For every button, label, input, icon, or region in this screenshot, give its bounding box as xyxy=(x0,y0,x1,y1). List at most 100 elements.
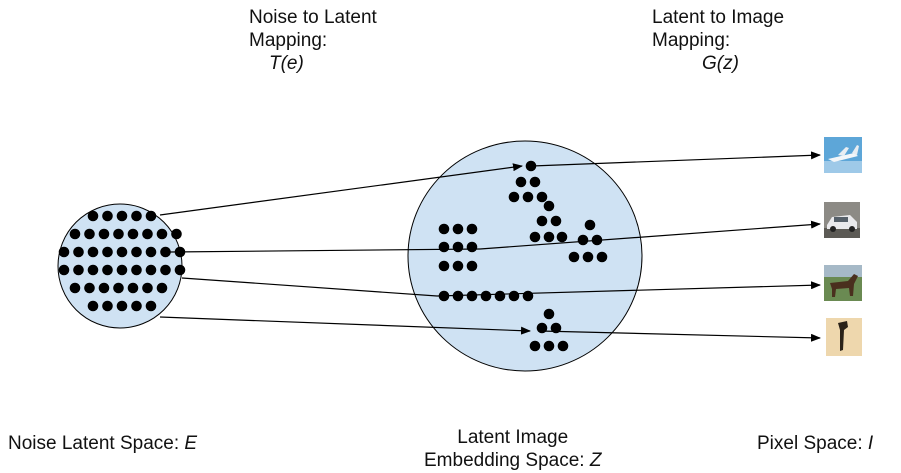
arrow-noise-to-latent-4 xyxy=(159,316,531,335)
noise-dot xyxy=(87,246,99,258)
arrow-noise-to-latent-2 xyxy=(169,248,481,253)
embedding-dot xyxy=(543,340,555,352)
noise-dot xyxy=(131,210,142,222)
noise-dot xyxy=(116,264,128,276)
embedding-dot xyxy=(452,223,464,235)
noise-to-latent-line1: Noise to Latent xyxy=(249,7,377,28)
embedding-dot xyxy=(522,290,534,302)
noise-to-latent-label: Noise to Latent Mapping: T(e) xyxy=(249,6,377,75)
embedding-dot xyxy=(536,215,548,227)
embedding-dot xyxy=(596,251,608,263)
embedding-dot xyxy=(543,200,555,212)
embedding-dot xyxy=(536,191,548,203)
latent-to-image-line2: Mapping: xyxy=(652,30,731,51)
embedding-dot xyxy=(556,231,568,243)
embedding-dot xyxy=(466,290,478,302)
noise-dot xyxy=(84,228,95,240)
noise-dot xyxy=(87,210,99,222)
latent-to-image-line1: Latent to Image xyxy=(652,7,785,28)
noise-dot xyxy=(174,264,186,276)
embedding-dot xyxy=(515,176,527,188)
noise-dot xyxy=(171,228,182,240)
arrow-noise-to-latent-3 xyxy=(181,277,438,297)
noise-to-latent-line2: Mapping: xyxy=(249,30,328,51)
noise-space-text: Noise Latent Space: xyxy=(8,433,185,454)
g-of-z-formula: G(z) xyxy=(702,53,739,74)
noise-dot xyxy=(84,282,95,294)
noise-dot xyxy=(142,228,153,240)
embedding-dot xyxy=(529,340,541,352)
embedding-dot xyxy=(480,290,492,302)
pixel-space-label: Pixel Space: I xyxy=(757,432,873,455)
embedding-dot xyxy=(582,251,594,263)
noise-space-symbol: E xyxy=(184,433,198,454)
arrow-latent-to-image-4 xyxy=(539,330,821,342)
arrow-latent-to-image-2 xyxy=(479,220,821,250)
embedding-dot xyxy=(466,223,478,235)
t-of-e-formula: T(e) xyxy=(269,53,304,74)
noise-dot xyxy=(156,282,168,294)
embedding-dot xyxy=(466,260,478,272)
embedding-space-label: Latent Image Embedding Space: Z xyxy=(424,426,601,472)
noise-dot xyxy=(102,300,113,312)
embedding-dot xyxy=(525,160,537,172)
noise-dot xyxy=(116,210,128,222)
noise-dot xyxy=(113,228,124,240)
arrow-latent-to-image-3 xyxy=(436,281,821,297)
noise-space-label: Noise Latent Space: E xyxy=(8,432,197,455)
car-image xyxy=(824,202,860,238)
embedding-dot xyxy=(522,191,534,203)
noise-dot xyxy=(73,264,84,276)
arrow-latent-to-image-1 xyxy=(531,151,821,167)
embedding-dot xyxy=(452,260,464,272)
noise-dot xyxy=(127,282,139,294)
embedding-dot xyxy=(568,251,580,263)
noise-dot xyxy=(73,246,84,258)
embedding-dot xyxy=(550,322,562,334)
embedding-dot xyxy=(438,241,450,253)
embedding-space-ellipse xyxy=(407,140,643,372)
noise-dot xyxy=(142,282,153,294)
embedding-dot xyxy=(543,231,555,243)
embedding-dot xyxy=(508,290,520,302)
embedding-dot xyxy=(529,176,541,188)
noise-dot xyxy=(160,246,171,258)
noise-dot xyxy=(156,228,168,240)
noise-dot xyxy=(113,282,124,294)
noise-dot xyxy=(69,282,81,294)
noise-dot xyxy=(160,264,171,276)
noise-dot xyxy=(98,228,110,240)
horse-image xyxy=(824,265,862,301)
embedding-dot xyxy=(557,340,569,352)
noise-dot xyxy=(145,264,157,276)
embedding-dot xyxy=(508,191,520,203)
embedding-space-line1: Latent Image xyxy=(457,427,569,448)
embedding-space-text: Embedding Space: xyxy=(424,450,590,471)
pixel-space-symbol: I xyxy=(867,433,874,454)
embedding-dot xyxy=(543,308,555,320)
embedding-dot xyxy=(550,215,562,227)
embedding-space-symbol: Z xyxy=(589,450,602,471)
embedding-dot xyxy=(494,290,506,302)
noise-dot xyxy=(58,246,70,258)
bird-image xyxy=(826,318,862,356)
noise-dot xyxy=(87,264,99,276)
airplane-image xyxy=(824,137,862,173)
noise-dot xyxy=(116,300,128,312)
arrow-noise-to-latent-1 xyxy=(159,163,523,216)
embedding-dot xyxy=(452,290,464,302)
noise-dot xyxy=(102,264,113,276)
embedding-dot xyxy=(438,223,450,235)
noise-dot xyxy=(131,264,142,276)
mapping-arrows xyxy=(159,151,821,342)
latent-to-image-label: Latent to Image Mapping: G(z) xyxy=(652,6,784,75)
embedding-dot xyxy=(577,234,589,246)
noise-dot xyxy=(58,264,70,276)
noise-dot xyxy=(116,246,128,258)
noise-dot xyxy=(87,300,99,312)
embedding-dot xyxy=(452,241,464,253)
noise-dot xyxy=(69,228,81,240)
embedding-dot xyxy=(584,219,596,231)
noise-dot xyxy=(131,300,142,312)
